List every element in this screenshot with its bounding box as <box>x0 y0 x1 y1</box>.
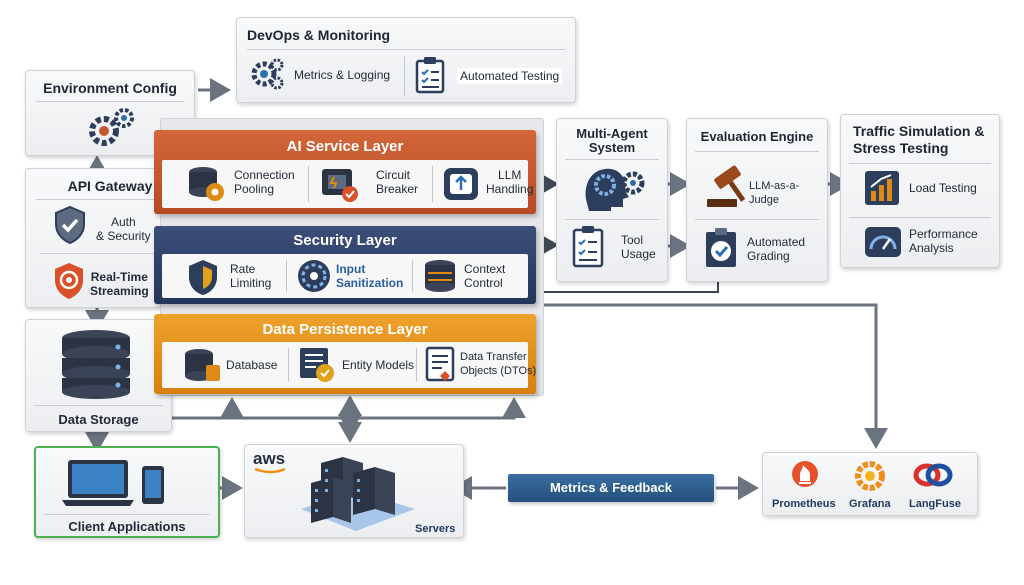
client-applications-panel: Client Applications <box>34 446 220 538</box>
grading-clipboard-icon <box>706 228 736 267</box>
ai-service-layer: AI Service Layer Connection Pooling Circ… <box>154 130 536 214</box>
tool-usage-clipboard-icon <box>572 226 604 268</box>
data-storage-label: Data Storage <box>58 412 139 427</box>
database-label: Database <box>226 358 278 372</box>
api-gateway-title: API Gateway <box>67 178 153 194</box>
devops-title: DevOps & Monitoring <box>247 27 391 43</box>
traffic-simulation-title: Traffic Simulation & Stress Testing <box>853 123 985 156</box>
entity-models-icon <box>300 348 334 382</box>
load-testing-chart-icon <box>865 171 899 205</box>
dto-document-icon <box>425 346 455 382</box>
auth-security-label: Auth & Security <box>96 215 151 243</box>
grafana-label: Grafana <box>849 498 891 510</box>
llm-handling-icon <box>444 168 478 200</box>
data-persistence-layer-title: Data Persistence Layer <box>262 321 428 338</box>
realtime-streaming-label: Real-Time Streaming <box>90 270 149 298</box>
circuit-breaker-icon <box>322 169 358 202</box>
monitoring-tools-panel: Prometheus Grafana LangFuse <box>762 452 978 516</box>
dto-label: Data Transfer Objects (DTOs) <box>460 351 537 377</box>
langfuse-icon <box>913 463 953 487</box>
ai-service-layer-title: AI Service Layer <box>286 138 404 155</box>
database-icon <box>185 349 220 381</box>
devops-monitoring-panel: DevOps & Monitoring Metrics & Logging Au… <box>236 17 576 103</box>
connection-pooling-icon <box>189 167 224 201</box>
aws-logo: aws <box>253 449 286 468</box>
gears-icon <box>89 108 134 146</box>
llm-handling-label: LLM Handling <box>486 168 534 196</box>
streaming-shield-icon <box>55 263 83 299</box>
data-persistence-layer: Data Persistence Layer Database Entity M… <box>154 314 536 394</box>
database-stack-icon <box>62 330 130 399</box>
laptop-phone-icon <box>62 460 164 506</box>
automated-testing-label: Automated Testing <box>457 68 563 84</box>
gavel-icon <box>707 165 746 207</box>
automated-grading-label: Automated Grading <box>747 235 806 263</box>
aws-smile-icon <box>254 467 286 474</box>
rate-limiting-label: Rate Limiting <box>230 262 272 290</box>
aws-servers-panel: aws Servers <box>244 444 464 538</box>
arrow-layers-to-monitoring <box>540 303 888 449</box>
rate-limiting-shield-icon <box>189 260 217 295</box>
metrics-logging-label: Metrics & Logging <box>294 68 391 82</box>
arrow-bus-right <box>172 397 526 420</box>
grafana-icon <box>855 461 885 491</box>
input-sanitization-icon <box>298 260 330 292</box>
load-testing-label: Load Testing <box>909 181 977 195</box>
performance-gauge-icon <box>865 227 901 257</box>
clipboard-checklist-icon <box>415 57 445 94</box>
connection-pooling-label: Connection Pooling <box>234 168 295 196</box>
evaluation-engine-title: Evaluation Engine <box>700 129 814 144</box>
traffic-simulation-panel: Traffic Simulation & Stress Testing Load… <box>840 114 1000 268</box>
gears-icon <box>251 58 284 90</box>
performance-analysis-label: Performance Analysis <box>909 227 978 255</box>
context-control-label: Context Control <box>464 262 506 290</box>
security-layer: Security Layer Rate Limiting Input Sanit… <box>154 226 536 304</box>
servers-label: Servers <box>415 523 456 535</box>
prometheus-label: Prometheus <box>772 498 836 510</box>
input-sanitization-label: Input Sanitization <box>336 262 404 290</box>
agent-head-gears-icon <box>585 168 645 211</box>
langfuse-label: LangFuse <box>909 498 961 510</box>
tool-usage-label: Tool Usage <box>621 233 656 261</box>
data-storage-panel: Data Storage <box>25 319 172 432</box>
multi-agent-title: Multi-Agent System <box>576 126 648 155</box>
line-eval-feedback <box>540 282 719 293</box>
client-applications-label: Client Applications <box>68 519 186 534</box>
llm-judge-label: LLM-as-a-Judge <box>749 180 800 206</box>
metrics-feedback-banner: Metrics & Feedback <box>508 474 714 502</box>
entity-models-label: Entity Models <box>342 358 415 372</box>
prometheus-icon <box>792 461 818 487</box>
evaluation-engine-panel: Evaluation Engine LLM-as-a-Judge Automat… <box>686 118 828 282</box>
shield-check-icon <box>55 205 85 245</box>
environment-config-title: Environment Config <box>43 80 177 96</box>
multi-agent-panel: Multi-Agent System Tool Usage <box>556 118 668 282</box>
context-control-icon <box>425 260 455 292</box>
server-rack-icon <box>301 457 415 531</box>
security-layer-title: Security Layer <box>293 232 397 249</box>
circuit-breaker-label: Circuit Breaker <box>376 168 419 196</box>
